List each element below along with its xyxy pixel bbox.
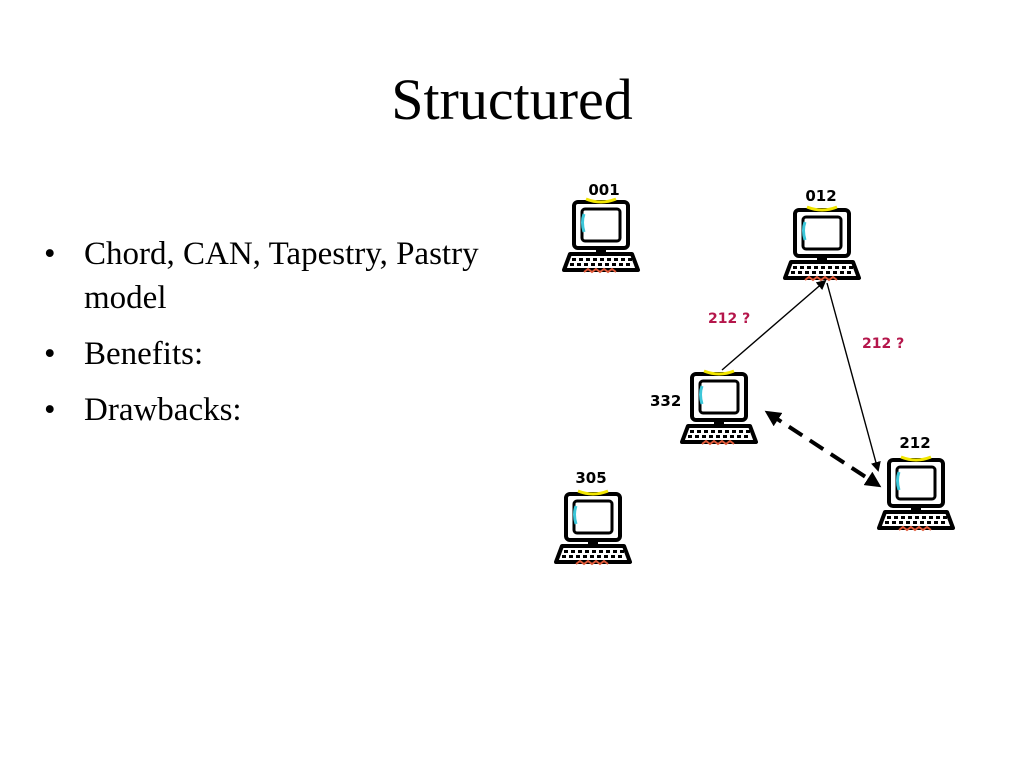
bullet-marker: • — [44, 336, 56, 372]
edge-332-to-012 — [721, 279, 827, 371]
node-label: 332 — [650, 392, 681, 410]
node-label: 001 — [588, 181, 619, 199]
node-001: 001 — [562, 181, 640, 274]
bullet-item: • Benefits: — [44, 332, 484, 376]
node-212: 212 — [877, 434, 955, 532]
bullet-text: Benefits: — [84, 336, 204, 372]
node-label: 012 — [805, 187, 836, 205]
computer-icon — [562, 197, 640, 274]
node-label: 212 — [899, 434, 930, 452]
computer-icon — [680, 369, 758, 446]
edge-332-212-dashed — [764, 410, 882, 488]
computer-icon — [783, 205, 861, 282]
computer-icon — [554, 489, 632, 566]
node-012: 012 — [783, 187, 861, 282]
slide-title: Structured — [391, 67, 633, 132]
computer-icon — [877, 455, 955, 532]
bullet-text: Chord, CAN, Tapestry, Pastry model — [84, 236, 479, 316]
bullet-marker: • — [44, 392, 56, 428]
node-305: 305 — [554, 469, 632, 566]
node-332: 332 — [650, 369, 758, 446]
bullet-marker: • — [44, 236, 56, 272]
edge-012-to-212 — [826, 282, 881, 472]
node-label: 305 — [575, 469, 606, 487]
edge-label: 212 ? — [862, 336, 904, 352]
bullet-item: • Drawbacks: — [44, 388, 484, 432]
edge-label: 212 ? — [708, 311, 750, 327]
bullet-item: • Chord, CAN, Tapestry, Pastry model — [44, 232, 484, 320]
bullet-list: • Chord, CAN, Tapestry, Pastry model • Ben… — [44, 232, 484, 444]
bullet-text: Drawbacks: — [84, 392, 242, 428]
